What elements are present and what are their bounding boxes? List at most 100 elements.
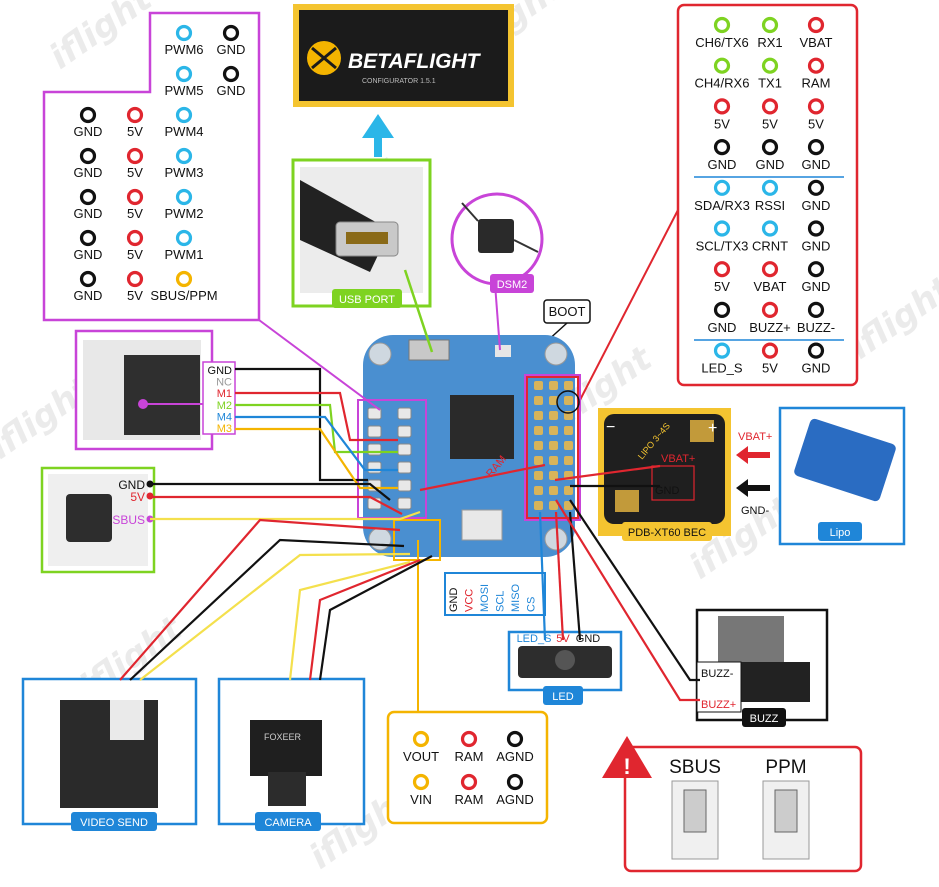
pdb-pad: [615, 490, 639, 512]
lipo-label: Lipo: [830, 527, 851, 539]
pwm-panel-border: [42, 11, 261, 322]
spi-label: CS: [526, 597, 538, 612]
pwm-pin-label: 5V: [127, 288, 143, 303]
fc-header-pin: [549, 411, 558, 420]
micro-usb-pins-icon: [346, 232, 388, 244]
pwm-pin-gnd: [79, 270, 97, 288]
wire-led-gnd: [568, 511, 582, 641]
uart-pin-gnd: [761, 139, 779, 156]
usb-port-label: USB PORT: [339, 294, 395, 306]
pwm-pin-5v: [126, 147, 144, 165]
pdb-label-box: [651, 465, 695, 501]
camera-brand-mark: FOXEER: [264, 732, 302, 742]
uart-pin-gnd: [807, 342, 825, 359]
lipo-tag: [818, 522, 862, 541]
rx-wire-label: SBUS: [112, 513, 145, 527]
fc-solder-pad: [367, 479, 382, 492]
uart-pin-label: SCL/TX3: [696, 239, 749, 254]
vtx-pin-ram: [460, 730, 478, 748]
warning-sbus-label: SBUS: [669, 757, 721, 778]
uart-pin-label: RX1: [757, 35, 782, 50]
pwm-pin-label: PWM4: [165, 124, 204, 139]
pwm-pin-label: PWM5: [165, 83, 204, 98]
pwm-pin-label: PWM2: [165, 206, 204, 221]
uart-pin-vbat: [807, 16, 825, 34]
wire-video-ram: [119, 518, 401, 681]
fc-header-pin: [564, 441, 573, 450]
vtx-pin-label: RAM: [455, 749, 484, 764]
fc-solder-pad: [397, 425, 412, 438]
uart-pin-label: GND: [802, 361, 831, 376]
pwm-pin-gnd: [79, 188, 97, 206]
pwm-pin-sbusppm: [175, 270, 193, 288]
uart-pin-label: RAM: [802, 76, 831, 91]
spi-label: MOSI: [479, 584, 491, 612]
fc-header-pin: [549, 471, 558, 480]
fc-header-pin: [534, 486, 543, 495]
warning-triangle-icon: [602, 736, 652, 778]
pwm-pin-gnd: [79, 229, 97, 247]
gnd-arrow-label: GND-: [741, 505, 769, 517]
fc-solder-pad: [367, 425, 382, 438]
vtx-pin-ram: [460, 773, 478, 791]
pwm-pin-pwm1: [175, 229, 193, 247]
wire-buzz-plus: [555, 499, 700, 702]
wire-video-vin: [139, 552, 411, 681]
uart-pin-gnd: [713, 139, 731, 156]
uart-pin-label: GND: [708, 157, 737, 172]
vtx-pin-label: VOUT: [403, 749, 439, 764]
pwm-pin-5v: [126, 270, 144, 288]
fc-header-pin: [564, 456, 573, 465]
led-wire-label: LED_S: [517, 633, 552, 645]
uart-pin-label: 5V: [714, 279, 730, 294]
pwm-pin-label: GND: [217, 42, 246, 57]
esc-wire-label: GND: [208, 365, 233, 377]
esc-label-box: [202, 361, 236, 435]
wire-esc-gnd: [235, 367, 368, 482]
buzz-label-box: [696, 661, 742, 713]
fc-pin-highlight: [556, 390, 580, 414]
arrow-left-icon: [736, 446, 770, 464]
dsm2-antenna-icon: [513, 239, 539, 253]
esc-wire-label: M3: [217, 423, 232, 435]
uart-pin-label: GND: [802, 198, 831, 213]
mount-hole: [544, 342, 568, 366]
wire-rx-5v: [150, 495, 403, 515]
fc-header-pin: [549, 441, 558, 450]
pwm-pin-pwm3: [175, 147, 193, 165]
rx-receiver-icon: [66, 494, 112, 542]
fc-header-pin: [549, 396, 558, 405]
fc-header-pin: [534, 501, 543, 510]
pwm-pin-label: SBUS/PPM: [150, 288, 217, 303]
led-wire-label: GND: [576, 633, 601, 645]
spi-label: VCC: [464, 589, 476, 612]
rx-wire-label: 5V: [130, 490, 145, 504]
wire-camera-agnd: [318, 555, 433, 681]
pwm-pin-pwm6: [175, 24, 193, 42]
wire-camera-vout: [288, 560, 411, 681]
pwm-pin-label: GND: [74, 165, 103, 180]
fc-solder-pad: [397, 497, 412, 510]
pwm-pin-gnd: [222, 65, 240, 83]
fc-solder-pad: [367, 407, 382, 420]
uart-pin-sdarx3: [713, 179, 731, 196]
fc-right-header-box: [524, 374, 581, 521]
led-buzzer-icon: [555, 650, 575, 670]
fc-solder-pad: [397, 479, 412, 492]
betaflight-logo-box: BETAFLIGHT CONFIGURATOR 1.5.1: [293, 4, 514, 107]
wire-led-5v: [554, 511, 565, 641]
uart-pin-label: LED_S: [701, 361, 743, 376]
pwm-pin-gnd: [222, 24, 240, 42]
fc-header-pin: [534, 411, 543, 420]
led-label: LED: [552, 691, 573, 703]
fc-header-pin: [534, 396, 543, 405]
uart-pin-buzz: [761, 301, 779, 318]
warning-panel: [623, 745, 863, 873]
wire-video-agnd: [129, 538, 405, 681]
uart-pin-5v: [807, 98, 825, 115]
uart-pin-gnd: [807, 261, 825, 278]
buzz-label: BUZZ: [750, 713, 779, 725]
pwm-pin-5v: [126, 106, 144, 124]
